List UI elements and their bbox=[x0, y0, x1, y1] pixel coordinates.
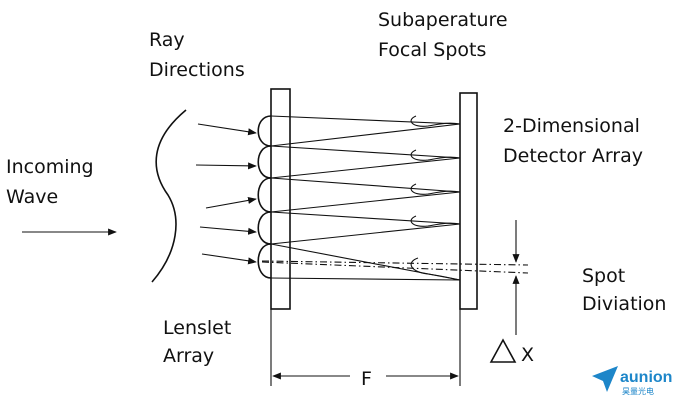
focal-spots bbox=[410, 115, 461, 281]
label-detector-line1: 2-Dimensional bbox=[503, 115, 640, 137]
label-subaperture-line1: Subaperature bbox=[378, 9, 508, 31]
label-delta-x: X bbox=[521, 344, 534, 366]
label-incoming-line2: Wave bbox=[6, 186, 58, 208]
label-ray-line2: Directions bbox=[149, 59, 245, 81]
detector-array-plate bbox=[459, 92, 478, 310]
ray-arrow-3 bbox=[205, 196, 257, 209]
reference-axis bbox=[261, 260, 529, 266]
label-detector-line2: Detector Array bbox=[503, 145, 643, 167]
lenslet-2 bbox=[257, 145, 272, 179]
ray-arrow-5 bbox=[201, 253, 257, 265]
ray-arrows bbox=[195, 123, 257, 265]
lenslets bbox=[257, 115, 272, 279]
lenslet-3 bbox=[257, 177, 272, 213]
focal-spot-5 bbox=[410, 257, 461, 281]
paper-plane-icon bbox=[592, 366, 618, 392]
label-spot-line1: Spot bbox=[582, 265, 625, 287]
ray-arrow-2 bbox=[195, 162, 257, 170]
lenslet-array-plate bbox=[270, 88, 291, 310]
label-focal-length: F bbox=[361, 368, 372, 390]
logo-name: aunion bbox=[620, 369, 672, 386]
delta-icon bbox=[489, 338, 517, 363]
lenslet-1 bbox=[257, 115, 272, 147]
label-lenslet-line2: Array bbox=[163, 345, 214, 367]
converging-rays bbox=[270, 115, 461, 281]
ray-arrow-4 bbox=[199, 226, 257, 235]
label-subaperture-line2: Focal Spots bbox=[378, 39, 486, 61]
deviated-axis bbox=[261, 261, 529, 274]
lenslet-5 bbox=[257, 243, 272, 279]
ray-arrow-1 bbox=[197, 123, 257, 136]
label-lenslet-line1: Lenslet bbox=[163, 317, 231, 339]
wavefront-curve bbox=[151, 109, 187, 283]
aunion-logo: aunion 昊量光电 bbox=[592, 366, 672, 396]
label-ray-line1: Ray bbox=[149, 29, 185, 51]
label-spot-line2: Diviation bbox=[582, 293, 666, 315]
lenslet-4 bbox=[257, 211, 272, 245]
label-incoming-line1: Incoming bbox=[6, 156, 94, 178]
logo-sub: 昊量光电 bbox=[622, 386, 654, 396]
